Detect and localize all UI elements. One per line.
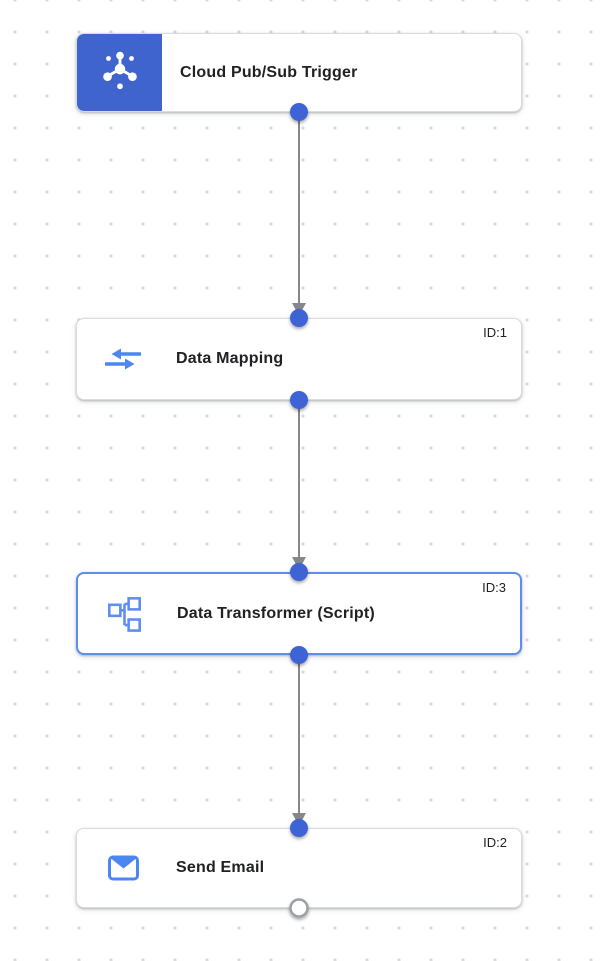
node-id-badge: ID:3 <box>482 580 506 595</box>
node-id-badge: ID:1 <box>483 325 507 340</box>
port-out-email-open[interactable] <box>289 898 309 918</box>
email-icon <box>103 854 143 882</box>
node-title: Send Email <box>176 859 265 876</box>
port-out-trigger[interactable] <box>290 103 308 121</box>
port-in-transformer[interactable] <box>290 563 308 581</box>
node-title: Data Transformer (Script) <box>177 604 375 622</box>
port-out-transformer[interactable] <box>290 646 308 664</box>
edge-mapping-to-transformer <box>292 400 306 570</box>
edge-transformer-to-email <box>292 655 306 826</box>
port-in-email[interactable] <box>290 819 308 837</box>
node-send-email[interactable]: ID:2 Send Email <box>76 828 522 908</box>
node-data-mapping[interactable]: ID:1 Data Mapping <box>76 318 522 400</box>
node-data-transformer[interactable]: ID:3 Data Transformer (Script) <box>76 572 522 655</box>
trigger-icon-block <box>77 34 162 111</box>
data-transformer-icon <box>104 595 144 633</box>
pubsub-icon <box>97 47 143 98</box>
node-title: Data Mapping <box>176 350 284 367</box>
node-title: Cloud Pub/Sub Trigger <box>180 63 358 81</box>
node-id-badge: ID:2 <box>483 835 507 850</box>
port-in-mapping[interactable] <box>290 309 308 327</box>
edge-trigger-to-mapping <box>292 112 306 316</box>
node-cloud-pubsub-trigger[interactable]: Cloud Pub/Sub Trigger <box>76 33 522 112</box>
data-mapping-icon <box>103 344 143 374</box>
port-out-mapping[interactable] <box>290 391 308 409</box>
